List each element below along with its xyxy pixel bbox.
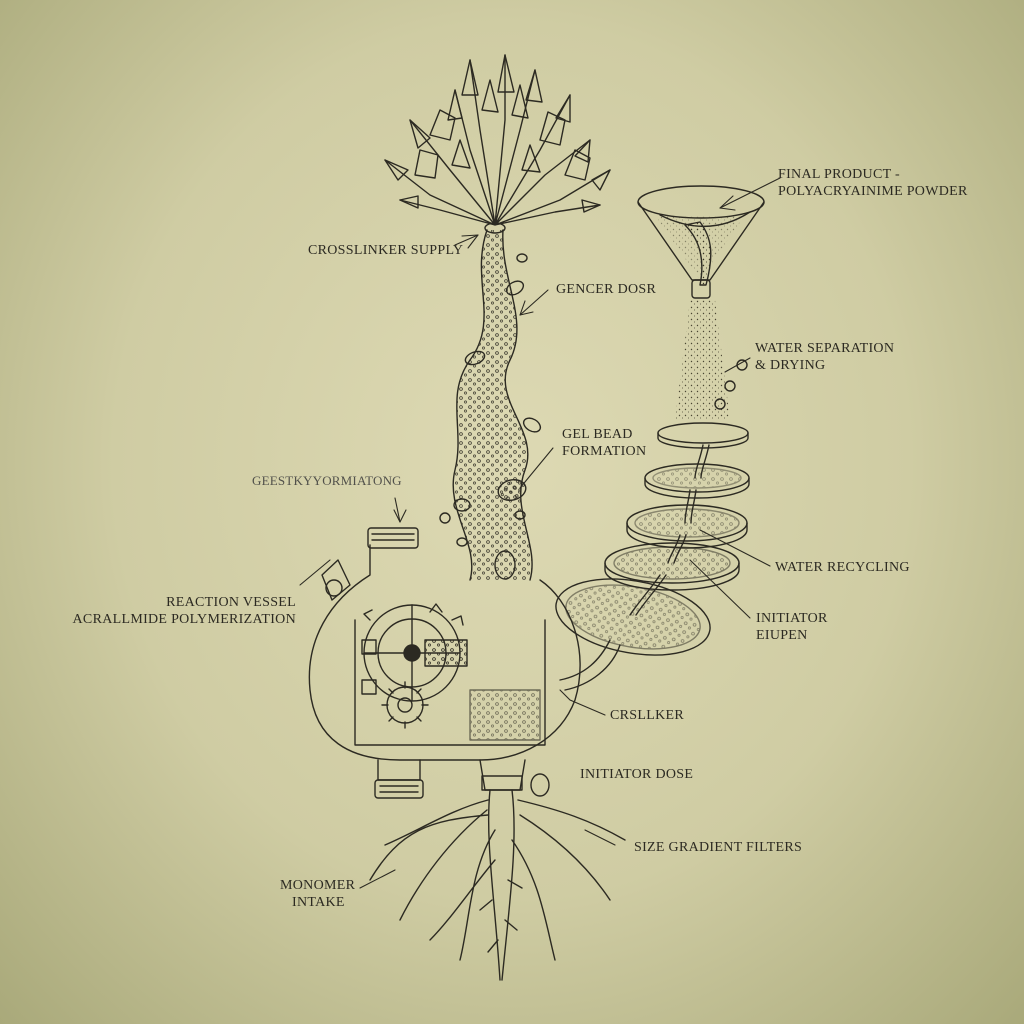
label-initiator-dose: INITIATOR DOSE	[580, 767, 694, 782]
label-initiator-eiupen: INITIATOR EIUPEN	[756, 610, 828, 644]
label-water-recycling: WATER RECYCLING	[775, 560, 910, 575]
reaction-vessel	[308, 527, 621, 799]
label-gel-bead-line2: FORMATION	[562, 444, 647, 459]
leader-lines	[299, 177, 781, 889]
label-gel-bead-line1: GEL BEAD	[562, 427, 633, 442]
powder-stream	[675, 300, 748, 420]
label-gel-bead-formation: GEL BEAD FORMATION	[562, 426, 646, 460]
label-initiator-eiupen-line1: INITIATOR	[756, 611, 828, 626]
size-gradient-filters	[555, 422, 750, 656]
label-water-separation-line2: & DRYING	[755, 358, 826, 373]
label-size-gradient-filters: SIZE GRADIENT FILTERS	[634, 840, 803, 855]
label-monomer-intake-line2: INTAKE	[292, 895, 345, 910]
label-initiator-eiupen-line2: EIUPEN	[756, 628, 808, 643]
label-crosslinker-supply: CROSSLINKER SUPPLY	[308, 243, 464, 258]
label-water-separation-line1: WATER SEPARATION	[755, 341, 895, 356]
label-monomer-intake-line1: MONOMER	[280, 878, 356, 893]
label-garbled-formation: GEESTKYYORMIATONG	[252, 473, 402, 488]
label-final-product: FINAL PRODUCT - POLYACRYAINIME POWDER	[778, 166, 968, 200]
crystal-tree	[384, 54, 611, 226]
label-monomer-intake: MONOMER INTAKE	[280, 877, 355, 911]
label-reaction-vessel-line2: ACRALLMIDE POLYMERIZATION	[72, 612, 296, 627]
label-final-product-line2: POLYACRYAINIME POWDER	[778, 184, 968, 199]
root-system	[369, 759, 626, 981]
label-crslker: CRSLLKER	[610, 708, 684, 723]
label-gencer-dose: GENCER DOSR	[556, 282, 657, 297]
label-reaction-vessel: REACTION VESSEL ACRALLMIDE POLYMERIZATIO…	[73, 594, 296, 628]
gel-tube	[452, 222, 533, 581]
product-funnel	[637, 185, 765, 299]
label-final-product-line1: FINAL PRODUCT -	[778, 167, 900, 182]
label-reaction-vessel-line1: REACTION VESSEL	[166, 595, 296, 610]
floating-beads	[439, 253, 550, 797]
label-water-separation: WATER SEPARATION & DRYING	[755, 340, 894, 374]
